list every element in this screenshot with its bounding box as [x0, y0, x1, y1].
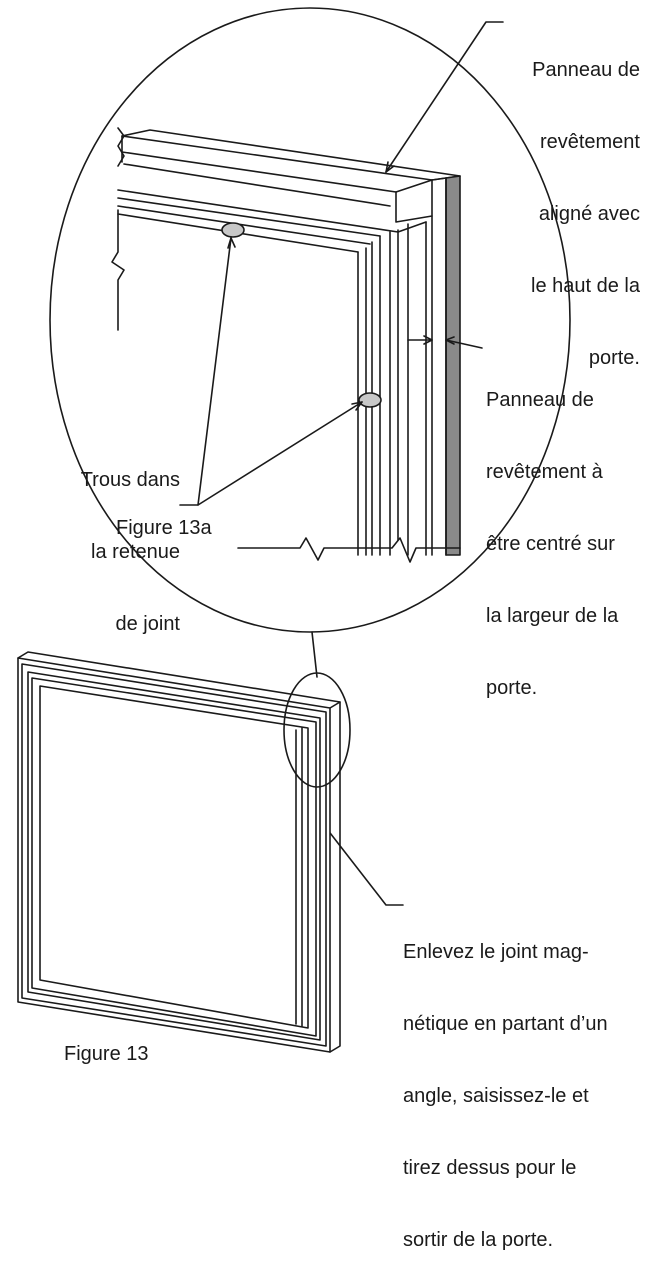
door-outline: [17, 651, 341, 1053]
main-figure-caption: Figure 13: [64, 1043, 149, 1065]
top-callout-label: Panneau de revêtement aligné avec le hau…: [531, 59, 640, 369]
bottom-callout-label: Enlevez le joint mag- nétique en partant…: [403, 941, 608, 1251]
door-corner-ellipse: [283, 672, 351, 788]
retainer-hole-side: [358, 392, 382, 408]
leader-lines: [179, 21, 504, 906]
right-callout-label: Panneau de revêtement à être centré sur …: [486, 389, 619, 699]
retainer-hole-top: [221, 222, 245, 238]
cladding-panel-edge: [445, 175, 461, 556]
detail-vertical-jamb: [357, 215, 433, 556]
wall-break-line: [111, 209, 125, 331]
holes-callout-label: Trous dans la retenue de joint: [80, 469, 180, 635]
detail-figure-caption: Figure 13a: [116, 517, 212, 539]
door-gasket-illustration: [17, 7, 571, 1053]
detail-break-line: [237, 537, 461, 563]
width-dimension-arrows: [407, 335, 483, 349]
detail-magnifier-ellipse: [49, 7, 571, 633]
magnifier-connector-line: [311, 631, 318, 678]
